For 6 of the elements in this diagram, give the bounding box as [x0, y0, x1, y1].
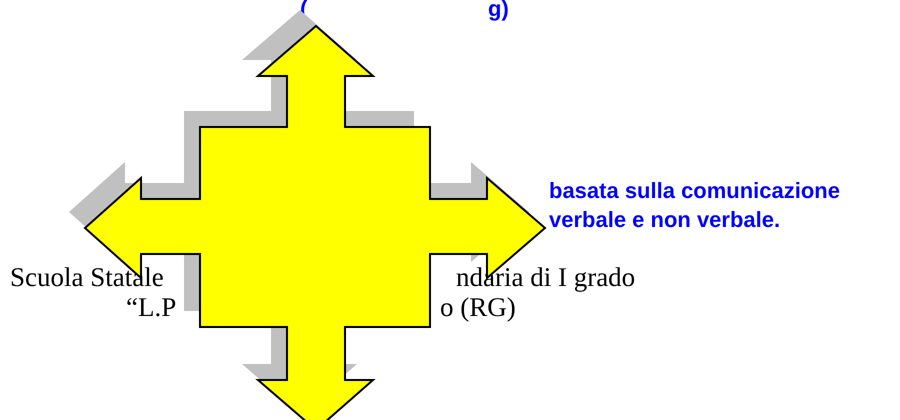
heading-text: ndaria di I grado: [456, 262, 636, 292]
note-text: g): [488, 0, 509, 23]
heading-text: Scuola Statale: [10, 262, 164, 292]
note-text: basata sulla comunicazione verbale e non verbale.: [549, 177, 841, 234]
heading-text: o (RG): [440, 292, 516, 322]
heading-text: “L.P: [126, 292, 176, 322]
